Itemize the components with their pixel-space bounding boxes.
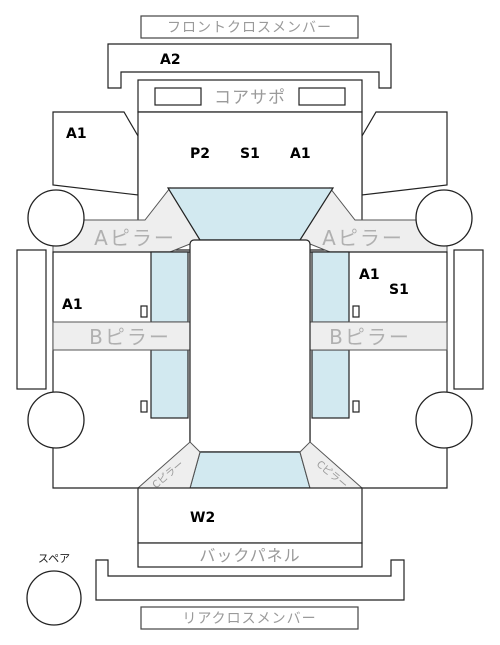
b-pillar-right-label: Bピラー [329, 325, 411, 349]
back-panel-label: バックパネル [199, 546, 300, 565]
rear-window[interactable] [189, 451, 311, 489]
front-left-fender[interactable]: A1 [52, 111, 139, 196]
wheel-front-right[interactable] [415, 189, 473, 247]
rear-cross-member[interactable]: リアクロスメンバー [140, 606, 359, 630]
right-side-sill[interactable] [453, 249, 484, 390]
core-support-label: コアサポ [214, 88, 286, 108]
trunk[interactable]: W2 [137, 487, 363, 544]
b-pillar-right[interactable]: Bピラー [309, 321, 448, 351]
front-cross-member[interactable]: フロントクロスメンバー [140, 15, 359, 39]
front-right-fender[interactable] [361, 111, 448, 196]
code-front-left-a1: A1 [66, 126, 87, 142]
wheel-front-left[interactable] [27, 189, 85, 247]
a-pillar-left[interactable]: Aピラー [52, 187, 201, 253]
code-a2: A2 [160, 52, 181, 68]
spare-label: スペア [38, 552, 70, 565]
b-pillar-left[interactable]: Bピラー [52, 321, 191, 351]
b-pillar-left-label: Bピラー [89, 325, 171, 349]
code-front-a1: A1 [290, 146, 311, 162]
front-cross-member-label: フロントクロスメンバー [167, 20, 332, 36]
a-pillar-left-label: Aピラー [94, 226, 176, 250]
rear-cross-member-label: リアクロスメンバー [182, 611, 316, 627]
wheel-rear-right[interactable] [415, 391, 473, 449]
front-bumper[interactable]: A2 [107, 43, 392, 89]
code-right-a1: A1 [359, 267, 380, 283]
left-body-side[interactable]: A1 [52, 251, 191, 489]
right-body-side[interactable]: A1 S1 [309, 251, 448, 489]
roof[interactable] [189, 239, 311, 453]
code-left-a1: A1 [62, 297, 83, 313]
left-side-sill[interactable] [16, 249, 47, 390]
code-rear-w2: W2 [190, 510, 215, 526]
back-panel[interactable]: バックパネル [137, 542, 363, 568]
wheel-rear-left[interactable] [27, 391, 85, 449]
core-support[interactable]: コアサポ [137, 79, 363, 113]
code-right-s1: S1 [389, 282, 409, 298]
rear-bumper[interactable] [95, 559, 405, 601]
a-pillar-right-label: Aピラー [322, 226, 404, 250]
spare-tire[interactable]: スペア [26, 552, 82, 626]
code-front-p2: P2 [190, 146, 210, 162]
code-front-s1: S1 [240, 146, 260, 162]
